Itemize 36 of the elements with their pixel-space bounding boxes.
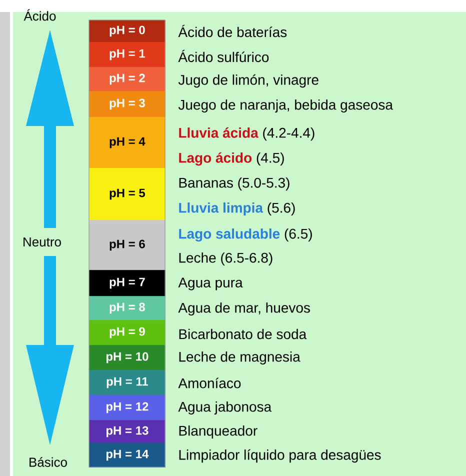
description: Limpiador líquido para desagües [179, 449, 381, 463]
description: Lago saludable (6.5) [179, 228, 312, 242]
description: Amoníaco [178, 378, 241, 388]
description: Ácido sulfúrico [178, 50, 269, 62]
ph-cell: pH = 7 [89, 270, 166, 296]
ph-cell: pH = 0 [89, 20, 166, 42]
description: Bananas (5.0-5.3) [179, 177, 290, 191]
scale-label: Básico [30, 457, 67, 467]
ph-cell: pH = 10 [89, 345, 166, 370]
ph-cell: pH = 2 [89, 67, 166, 92]
scale-label: Ácido [24, 9, 56, 21]
description: Jugo de limón, vinagre [178, 74, 318, 88]
ph-cell: pH = 13 [89, 420, 166, 444]
description: Agua jabonosa [178, 401, 272, 415]
description: Lago ácido (4.5) [179, 152, 284, 166]
ph-cell: pH = 5 [89, 168, 166, 220]
ph-cell: pH = 9 [89, 320, 166, 346]
ph-cell: pH = 1 [89, 42, 166, 68]
description: Agua de mar, huevos [178, 302, 310, 316]
description: Juego de naranja, bebida gaseosa [178, 99, 393, 113]
description: Leche de magnesia [179, 351, 300, 365]
ph-cell: pH = 6 [89, 220, 166, 270]
description: Ácido de baterías [178, 24, 287, 38]
description: Lluvia limpia (5.6) [179, 202, 295, 216]
ph-cell: pH = 14 [89, 443, 166, 468]
ph-cell: pH = 12 [89, 395, 166, 420]
description: Lluvia ácida (4.2-4.4) [179, 127, 314, 141]
description: Bicarbonato de soda [179, 328, 307, 340]
description: Leche (6.5-6.8) [179, 252, 272, 266]
ph-cell: pH = 3 [89, 91, 166, 118]
description: Agua pura [178, 278, 243, 290]
scale-label: Neutro [24, 237, 61, 247]
ph-cell: pH = 4 [89, 117, 166, 168]
ph-cell: pH = 8 [89, 296, 166, 320]
description: Blanqueador [179, 425, 258, 439]
ph-cell: pH = 11 [89, 370, 166, 396]
